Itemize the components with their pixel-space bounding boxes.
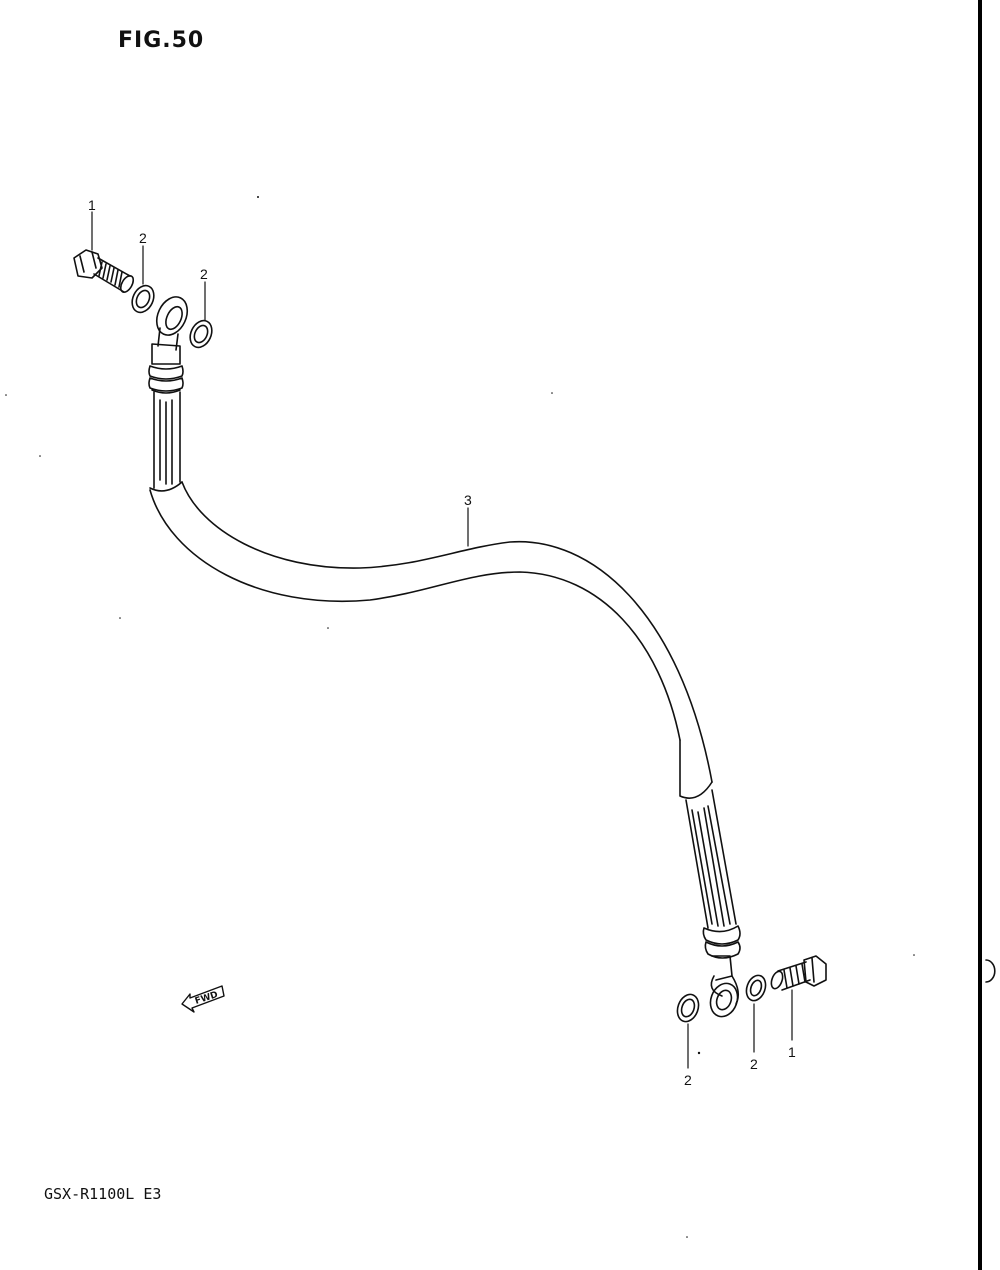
washer-lower-1[interactable]: [674, 991, 702, 1024]
banjo-fitting-upper: [148, 296, 189, 394]
model-label: GSX-R1100L E3: [44, 1185, 162, 1203]
callout-washer-upper-2: 2: [200, 266, 208, 282]
union-bolt-lower[interactable]: [769, 955, 827, 991]
callout-washer-upper-1: 2: [139, 230, 147, 246]
washer-upper-2[interactable]: [186, 317, 216, 351]
scan-specks: [5, 196, 915, 1238]
banjo-fitting-lower: [709, 975, 740, 1018]
forward-arrow-icon: FWD: [181, 985, 225, 1013]
callout-union-bolt-upper: 1: [88, 197, 96, 213]
washer-lower-2[interactable]: [743, 973, 769, 1004]
fwd-label: FWD: [194, 990, 219, 1007]
washer-upper-1[interactable]: [128, 282, 158, 316]
callout-brake-hose: 3: [464, 492, 472, 508]
edge-mark: [985, 959, 996, 983]
figure-title: FIG.50: [118, 28, 205, 53]
callout-union-bolt-lower: 1: [788, 1044, 796, 1060]
callout-washer-lower-2: 2: [750, 1056, 758, 1072]
leader-lines: [91, 211, 793, 1069]
brake-hose[interactable]: [149, 391, 741, 981]
union-bolt-upper[interactable]: [73, 249, 136, 294]
page-edge-bar: [978, 0, 982, 1270]
callout-washer-lower-1: 2: [684, 1072, 692, 1088]
